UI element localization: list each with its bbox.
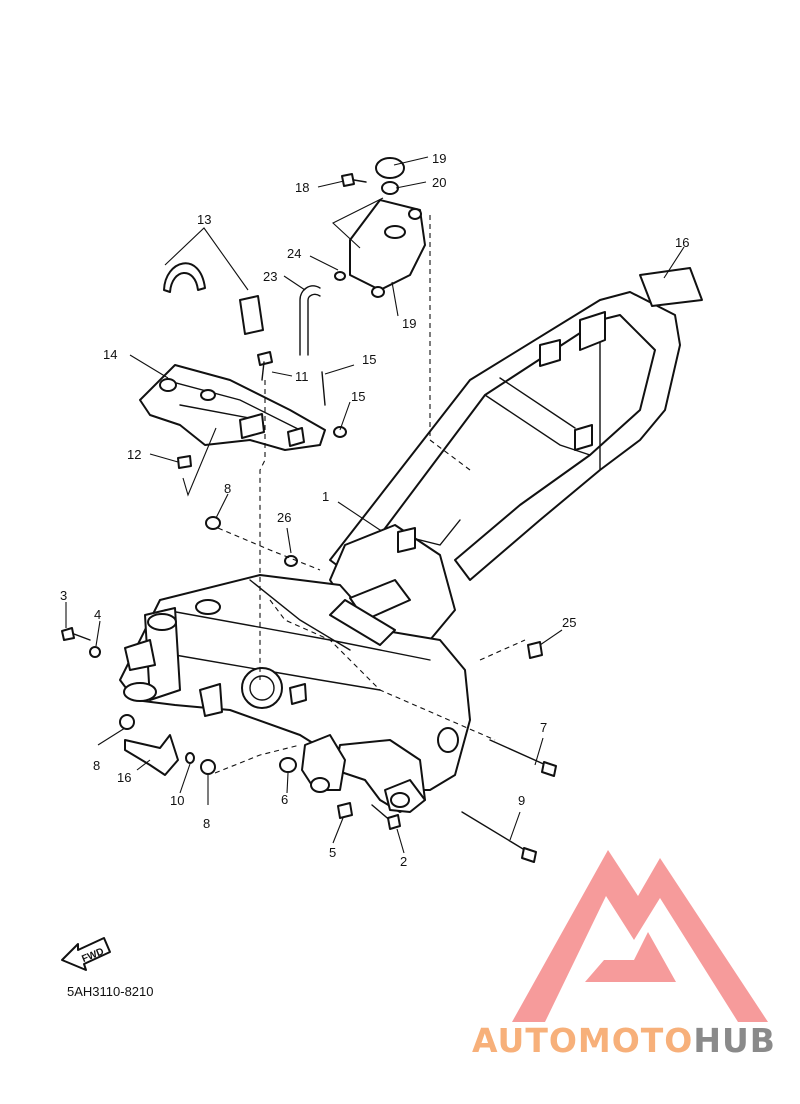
callout-25: 25 <box>562 615 576 630</box>
callout-9: 9 <box>518 793 525 808</box>
nut-15 <box>333 426 347 438</box>
ref-code: 5AH3110-8210 <box>67 984 154 999</box>
hose-23 <box>299 285 321 356</box>
cap-21 <box>375 157 405 179</box>
callout-24: 24 <box>287 246 301 261</box>
callout-13: 13 <box>197 212 211 227</box>
watermark-part1: AUTOMOTO <box>472 1021 693 1060</box>
clamp-24 <box>334 271 346 281</box>
callout-8b: 8 <box>93 758 100 773</box>
nut-26 <box>284 555 298 567</box>
callout-1: 1 <box>322 489 329 504</box>
bolt-20 <box>341 173 355 187</box>
grommet-22 <box>381 181 399 195</box>
callout-labels: 19 20 18 13 16 24 23 19 14 15 11 15 12 8… <box>60 151 689 869</box>
pad-18 <box>639 267 703 307</box>
callout-17: 15 <box>362 352 376 367</box>
sub-frame <box>139 364 326 451</box>
callout-23: 23 <box>263 269 277 284</box>
callout-19: 19 <box>402 316 416 331</box>
callout-12: 12 <box>127 447 141 462</box>
callout-15: 15 <box>351 389 365 404</box>
callout-8c: 8 <box>203 816 210 831</box>
callout-3: 3 <box>60 588 67 603</box>
callout-26: 26 <box>277 510 291 525</box>
callout-6: 6 <box>281 792 288 807</box>
callout-14: 14 <box>103 347 117 362</box>
watermark-part2: HUB <box>693 1021 776 1060</box>
rod-17 <box>321 371 326 406</box>
callout-21: 19 <box>432 151 446 166</box>
callout-20: 18 <box>295 180 309 195</box>
clip-12 <box>177 455 192 469</box>
callout-22: 20 <box>432 175 446 190</box>
strap-2 <box>239 295 264 335</box>
watermark-text: AUTOMOTOHUB <box>472 1021 776 1060</box>
callout-7: 7 <box>540 720 547 735</box>
callout-18: 16 <box>675 235 689 250</box>
callout-11: 11 <box>295 369 309 384</box>
callout-8a: 8 <box>224 481 231 496</box>
automotohub-logo-icon <box>512 850 768 1022</box>
callout-5: 5 <box>329 845 336 860</box>
strap-1 <box>163 262 206 293</box>
bolt-11 <box>257 351 273 366</box>
fwd-arrow-icon: FWD <box>61 937 111 971</box>
main-frame <box>119 291 681 813</box>
callout-2: 2 <box>400 854 407 869</box>
callout-10: 10 <box>170 793 184 808</box>
callout-16: 16 <box>117 770 131 785</box>
tank-19 <box>349 199 426 291</box>
callout-4: 4 <box>94 607 101 622</box>
